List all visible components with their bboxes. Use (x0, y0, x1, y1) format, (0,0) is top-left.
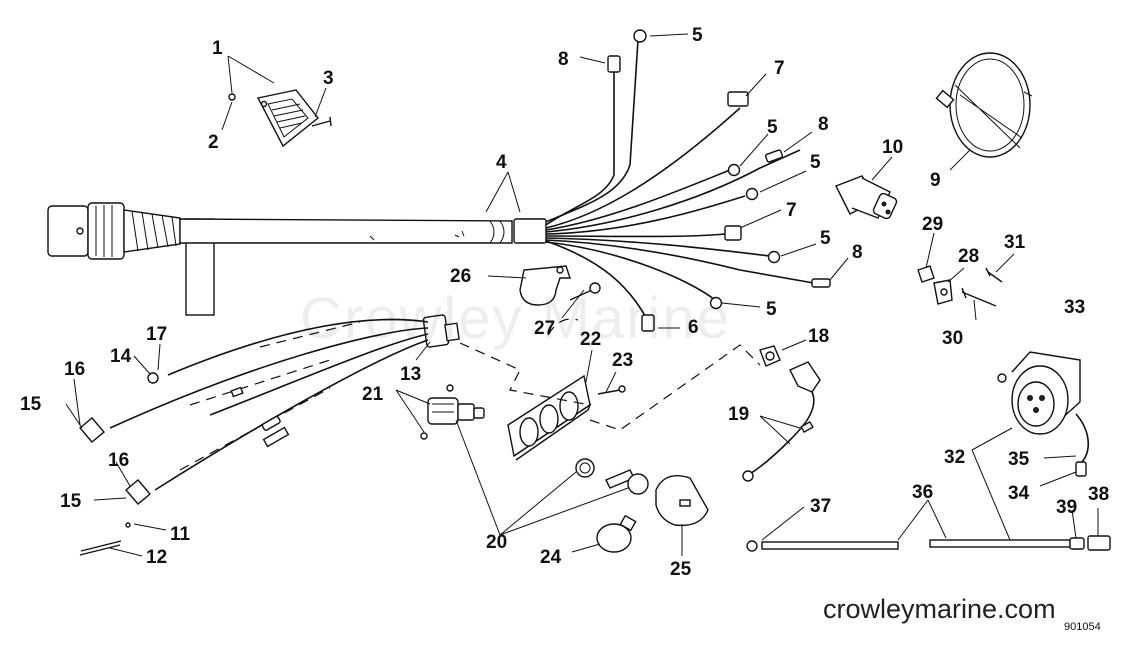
callout-5-mid: 5 (810, 152, 821, 173)
callout-5-top: 5 (692, 25, 703, 46)
website-label: crowleymarine.com (823, 594, 1056, 624)
callout-6: 6 (688, 317, 699, 338)
callout-23: 23 (612, 350, 633, 371)
callout-9: 9 (930, 170, 941, 191)
callout-31: 31 (1004, 232, 1026, 253)
callout-5-upper: 5 (767, 117, 778, 138)
dashed-guide-lines (459, 318, 761, 431)
callout-12: 12 (146, 547, 167, 568)
callout-29: 29 (922, 214, 943, 235)
horn-lead-wire-part (746, 535, 1111, 552)
callout-15-lower: 15 (60, 491, 82, 512)
callout-21: 21 (362, 384, 384, 405)
callout-39: 39 (1056, 497, 1077, 518)
callout-7-top: 7 (774, 58, 785, 79)
decal-plate-part (228, 89, 332, 148)
callout-18: 18 (808, 326, 829, 347)
callout-2: 2 (208, 132, 219, 153)
callout-25: 25 (670, 559, 692, 580)
callout-38: 38 (1088, 484, 1109, 505)
leader-lines (65, 33, 1099, 557)
callout-22: 22 (580, 329, 601, 350)
ignition-key-parts (575, 458, 709, 527)
callout-15-upper: 15 (20, 394, 42, 415)
callout-26: 26 (450, 266, 471, 287)
clamp-screw-parts (917, 265, 1003, 307)
callout-7-lower: 7 (786, 200, 797, 221)
connector-plug-part (835, 175, 898, 220)
callout-4: 4 (496, 152, 507, 173)
left-wire-harness (79, 314, 460, 505)
callout-16-lower: 16 (108, 450, 129, 471)
callout-1: 1 (212, 38, 223, 59)
callout-34: 34 (1008, 483, 1030, 504)
callout-24: 24 (540, 547, 562, 568)
cable-strap-part (935, 52, 1033, 158)
tie-wrap-part (596, 514, 637, 553)
callout-32: 32 (944, 447, 965, 468)
wire-terminals (607, 29, 831, 332)
callout-33: 33 (1064, 297, 1085, 318)
callout-30: 30 (942, 328, 963, 349)
drawing-code: 901054 (1064, 621, 1101, 633)
callout-14: 14 (110, 346, 132, 367)
callout-27: 27 (534, 318, 555, 339)
callout-10: 10 (882, 137, 903, 158)
callout-8-top: 8 (558, 49, 569, 70)
cable-clip-part (519, 265, 571, 306)
callout-5-lower: 5 (820, 228, 831, 249)
warning-horn-part (997, 351, 1089, 477)
callout-16-upper: 16 (64, 359, 85, 380)
stop-switch-lanyard-part (742, 345, 821, 482)
callout-28: 28 (958, 246, 979, 267)
callout-8-lower: 8 (852, 242, 863, 263)
main-harness-cable-part (47, 202, 547, 316)
harness-branch-wires (545, 39, 826, 326)
clip-screw-part (569, 282, 601, 301)
callout-19: 19 (728, 404, 749, 425)
callout-5-bottom: 5 (766, 299, 777, 320)
sleeve-part (79, 522, 131, 556)
callout-3: 3 (323, 68, 334, 89)
callout-36: 36 (912, 482, 933, 503)
callout-numbers: 1 2 3 4 8 5 7 5 8 5 7 5 8 5 6 10 9 29 28… (20, 25, 1109, 580)
callout-17: 17 (146, 324, 167, 345)
push-switch-part (420, 384, 485, 440)
callout-8-mid: 8 (818, 114, 829, 135)
callout-11: 11 (170, 524, 191, 545)
dash-panel-part (507, 374, 626, 461)
callout-35: 35 (1008, 449, 1030, 470)
callout-37: 37 (810, 496, 831, 517)
callout-20: 20 (486, 532, 507, 553)
callout-13: 13 (400, 364, 421, 385)
